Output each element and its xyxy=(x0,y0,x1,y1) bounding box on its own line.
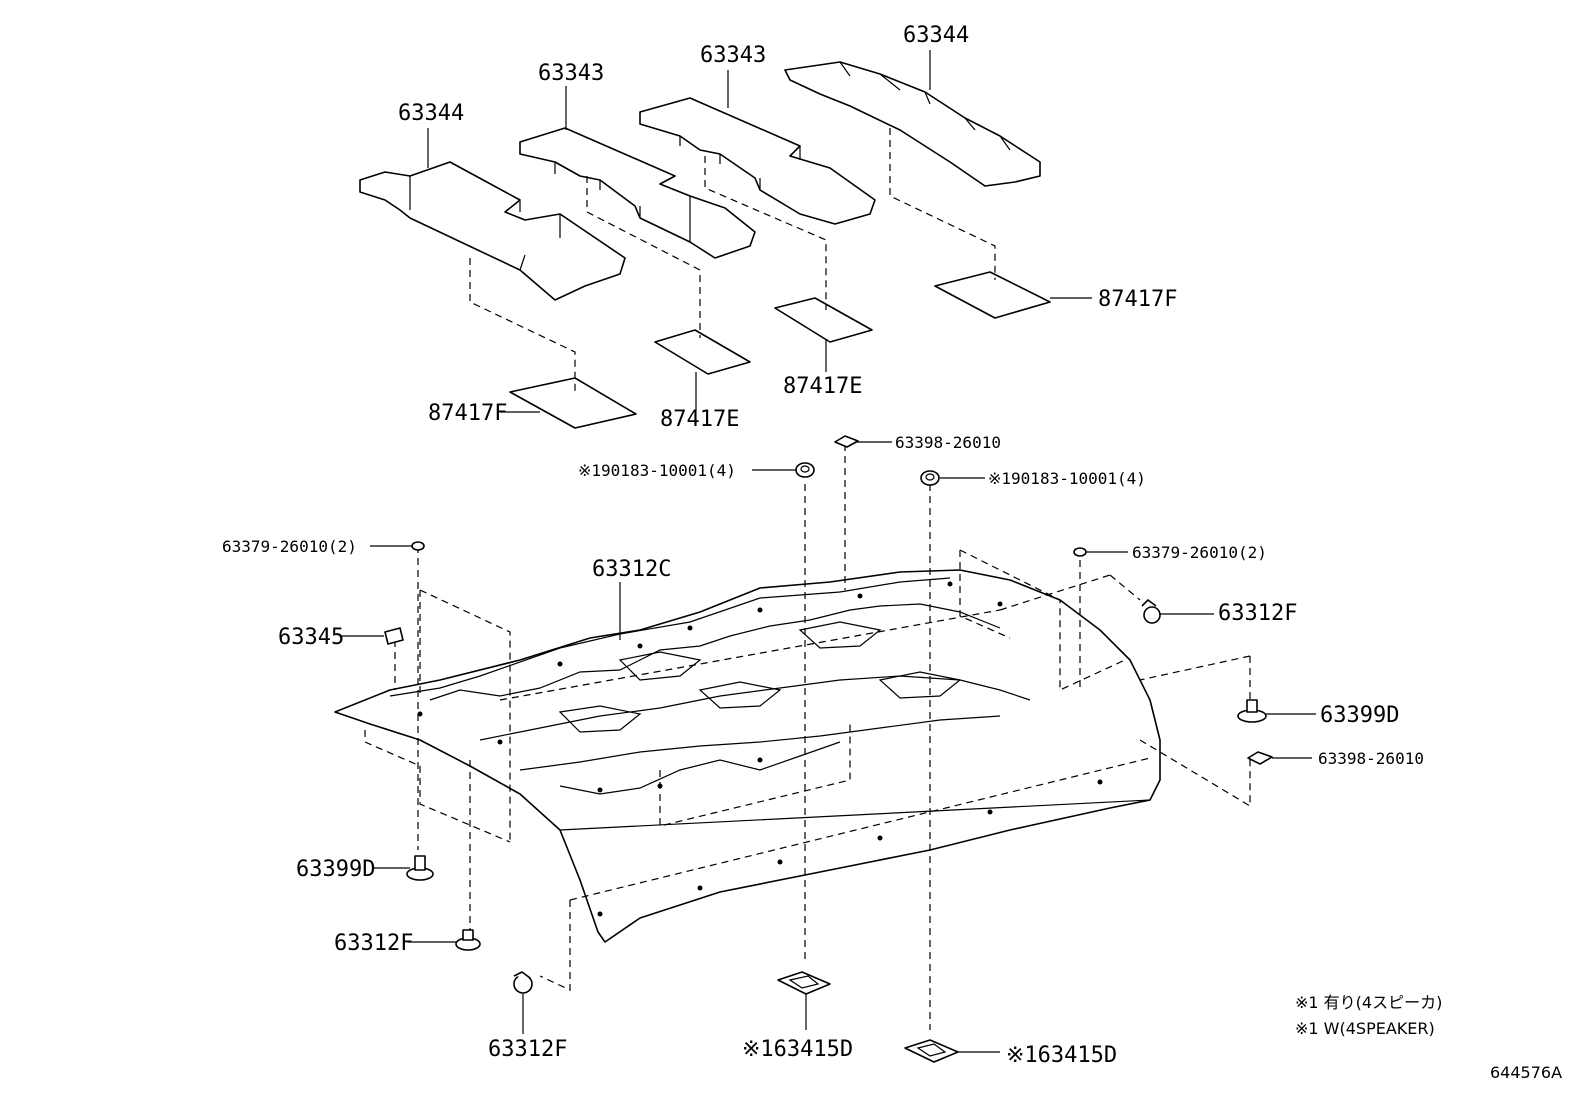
label-87417E-a: 87417E xyxy=(660,407,739,432)
label-63399D-left: 63399D xyxy=(296,857,375,882)
label-87417E-b: 87417E xyxy=(783,374,862,399)
nut-90183-b xyxy=(920,470,940,486)
label-63379-right: 63379-26010(2) xyxy=(1132,543,1267,562)
label-63312F-right: 63312F xyxy=(1218,601,1297,626)
sheet-87417F-left xyxy=(509,377,637,429)
silencer-pad-63343-b xyxy=(639,97,876,225)
label-63343-b: 63343 xyxy=(700,43,766,68)
label-63343-a: 63343 xyxy=(538,61,604,86)
label-63399D-right: 63399D xyxy=(1320,703,1399,728)
clip-63312F-left xyxy=(455,929,481,951)
clip-63312F-bottom xyxy=(513,971,533,994)
label-63312F-bottom: 63312F xyxy=(488,1037,567,1062)
label-63344-left: 63344 xyxy=(398,101,464,126)
bracket-63415D-b xyxy=(904,1039,959,1063)
note-line-1: ※1 有り(4スピーカ) xyxy=(1295,993,1442,1012)
label-63345: 63345 xyxy=(278,625,344,650)
tape-63398-top xyxy=(834,435,859,448)
nut-90183-a xyxy=(795,462,815,478)
label-63398-right: 63398-26010 xyxy=(1318,749,1424,768)
clip-63379-right xyxy=(1073,547,1087,557)
clip-63379-left xyxy=(411,541,425,551)
label-63415D-a: ※163415D xyxy=(742,1037,853,1062)
label-90183-b: ※190183-10001(4) xyxy=(988,469,1146,488)
clip-63312F-right xyxy=(1141,599,1161,624)
tape-63398-right xyxy=(1247,751,1273,765)
label-63398-top: 63398-26010 xyxy=(895,433,1001,452)
label-87417F-right: 87417F xyxy=(1098,287,1177,312)
clip-63399D-left xyxy=(406,855,434,881)
label-63312C: 63312C xyxy=(592,557,671,582)
silencer-pad-63344-right xyxy=(784,61,1041,187)
label-87417F-left: 87417F xyxy=(428,401,507,426)
clip-63345 xyxy=(384,627,404,645)
sheet-87417F-right xyxy=(934,271,1051,319)
figure-code: 644576A xyxy=(1490,1063,1562,1082)
clip-63399D-right xyxy=(1237,699,1267,723)
sheet-87417E-a xyxy=(654,329,751,375)
label-63344-right: 63344 xyxy=(903,23,969,48)
silencer-pad-63344-left xyxy=(359,161,626,301)
bracket-63415D-a xyxy=(777,971,831,995)
silencer-pad-63343-a xyxy=(519,127,756,259)
label-63415D-b: ※163415D xyxy=(1006,1043,1117,1068)
note-line-2: ※1 W(4SPEAKER) xyxy=(1295,1019,1435,1038)
label-63312F-left: 63312F xyxy=(334,931,413,956)
label-90183-a: ※190183-10001(4) xyxy=(578,461,736,480)
sheet-87417E-b xyxy=(774,297,873,343)
label-63379-left: 63379-26010(2) xyxy=(222,537,357,556)
roof-headliner-63312C xyxy=(334,569,1161,943)
